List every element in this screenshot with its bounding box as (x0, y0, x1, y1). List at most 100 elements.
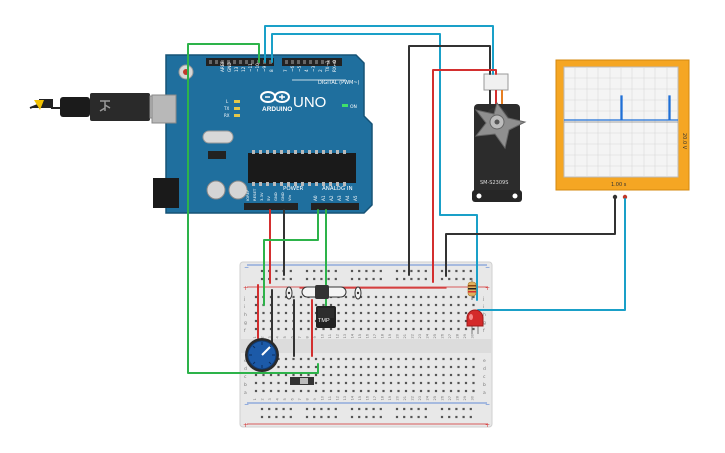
breadboard-hole[interactable] (472, 295, 475, 299)
rail-hole[interactable] (365, 415, 368, 419)
breadboard-hole[interactable] (457, 303, 460, 307)
breadboard-hole[interactable] (442, 365, 445, 369)
wire-black-scope[interactable] (445, 198, 616, 277)
breadboard-hole[interactable] (389, 303, 393, 307)
rail-hole[interactable] (275, 269, 278, 273)
rail-hole[interactable] (395, 269, 399, 273)
breadboard-hole[interactable] (367, 319, 370, 323)
rail-hole[interactable] (410, 415, 413, 419)
breadboard-hole[interactable] (359, 295, 363, 299)
breadboard-hole[interactable] (337, 327, 340, 331)
rail-hole[interactable] (469, 277, 472, 281)
breadboard-hole[interactable] (457, 389, 460, 393)
breadboard-hole[interactable] (277, 365, 280, 369)
breadboard-hole[interactable] (412, 303, 415, 307)
rail-hole[interactable] (417, 415, 420, 419)
breadboard-hole[interactable] (307, 357, 310, 361)
rail-hole[interactable] (358, 277, 361, 281)
breadboard-hole[interactable] (449, 295, 453, 299)
breadboard-hole[interactable] (337, 311, 340, 315)
rail-hole[interactable] (440, 407, 444, 411)
breadboard-hole[interactable] (449, 311, 453, 315)
breadboard-hole[interactable] (449, 373, 453, 377)
breadboard-hole[interactable] (352, 365, 355, 369)
rail-hole[interactable] (334, 415, 337, 419)
rail-hole[interactable] (379, 269, 382, 273)
rail-hole[interactable] (372, 269, 375, 273)
breadboard-hole[interactable] (337, 373, 340, 377)
breadboard-hole[interactable] (367, 311, 370, 315)
breadboard-hole[interactable] (344, 389, 348, 393)
breadboard-hole[interactable] (314, 389, 318, 393)
breadboard-hole[interactable] (269, 373, 273, 377)
rail-hole[interactable] (305, 269, 309, 273)
breadboard-hole[interactable] (284, 373, 288, 377)
breadboard-hole[interactable] (277, 303, 280, 307)
wire-cyan-pin10[interactable] (271, 33, 478, 301)
rail-hole[interactable] (334, 269, 337, 273)
breadboard-hole[interactable] (449, 365, 453, 369)
breadboard-hole[interactable] (299, 327, 303, 331)
tilt-switch-left[interactable] (285, 286, 293, 300)
breadboard-hole[interactable] (262, 381, 265, 385)
rail-hole[interactable] (268, 415, 271, 419)
breadboard-hole[interactable] (284, 327, 288, 331)
breadboard-hole[interactable] (472, 381, 475, 385)
breadboard-hole[interactable] (427, 327, 430, 331)
breadboard-hole[interactable] (457, 311, 460, 315)
breadboard-hole[interactable] (449, 319, 453, 323)
breadboard-hole[interactable] (299, 373, 303, 377)
breadboard-hole[interactable] (254, 311, 258, 315)
breadboard-hole[interactable] (389, 365, 393, 369)
breadboard-hole[interactable] (329, 389, 333, 393)
rail-hole[interactable] (403, 277, 406, 281)
wire-cyan-servo-signal[interactable] (264, 25, 494, 75)
breadboard-hole[interactable] (352, 389, 355, 393)
breadboard-hole[interactable] (419, 365, 423, 369)
breadboard-hole[interactable] (322, 303, 325, 307)
breadboard-hole[interactable] (254, 303, 258, 307)
breadboard-hole[interactable] (464, 319, 468, 323)
breadboard-hole[interactable] (284, 381, 288, 385)
breadboard-hole[interactable] (352, 311, 355, 315)
breadboard-hole[interactable] (419, 319, 423, 323)
breadboard-hole[interactable] (344, 319, 348, 323)
rail-hole[interactable] (462, 269, 465, 273)
rail-hole[interactable] (403, 269, 406, 273)
breadboard-hole[interactable] (374, 327, 378, 331)
rail-hole[interactable] (424, 277, 427, 281)
breadboard-hole[interactable] (404, 381, 408, 385)
breadboard-hole[interactable] (277, 389, 280, 393)
breadboard-hole[interactable] (344, 303, 348, 307)
breadboard-hole[interactable] (442, 373, 445, 377)
breadboard-hole[interactable] (337, 319, 340, 323)
rail-hole[interactable] (358, 269, 361, 273)
breadboard-hole[interactable] (449, 303, 453, 307)
breadboard-hole[interactable] (434, 319, 438, 323)
breadboard-hole[interactable] (412, 357, 415, 361)
rail-hole[interactable] (327, 269, 330, 273)
breadboard-hole[interactable] (269, 381, 273, 385)
breadboard-hole[interactable] (434, 295, 438, 299)
breadboard-hole[interactable] (367, 303, 370, 307)
breadboard-hole[interactable] (277, 327, 280, 331)
breadboard-hole[interactable] (322, 389, 325, 393)
breadboard-hole[interactable] (374, 389, 378, 393)
breadboard-hole[interactable] (374, 381, 378, 385)
breadboard-hole[interactable] (457, 357, 460, 361)
rail-hole[interactable] (282, 277, 285, 281)
breadboard-hole[interactable] (367, 381, 370, 385)
breadboard-hole[interactable] (419, 295, 423, 299)
breadboard-hole[interactable] (419, 311, 423, 315)
breadboard-hole[interactable] (344, 311, 348, 315)
rail-hole[interactable] (289, 277, 292, 281)
breadboard-hole[interactable] (367, 327, 370, 331)
wire-cyan-scope[interactable] (477, 198, 626, 311)
breadboard-hole[interactable] (374, 303, 378, 307)
breadboard-hole[interactable] (299, 311, 303, 315)
breadboard-hole[interactable] (457, 381, 460, 385)
rail-hole[interactable] (350, 269, 354, 273)
breadboard-hole[interactable] (412, 295, 415, 299)
breadboard-hole[interactable] (277, 295, 280, 299)
breadboard-hole[interactable] (434, 311, 438, 315)
